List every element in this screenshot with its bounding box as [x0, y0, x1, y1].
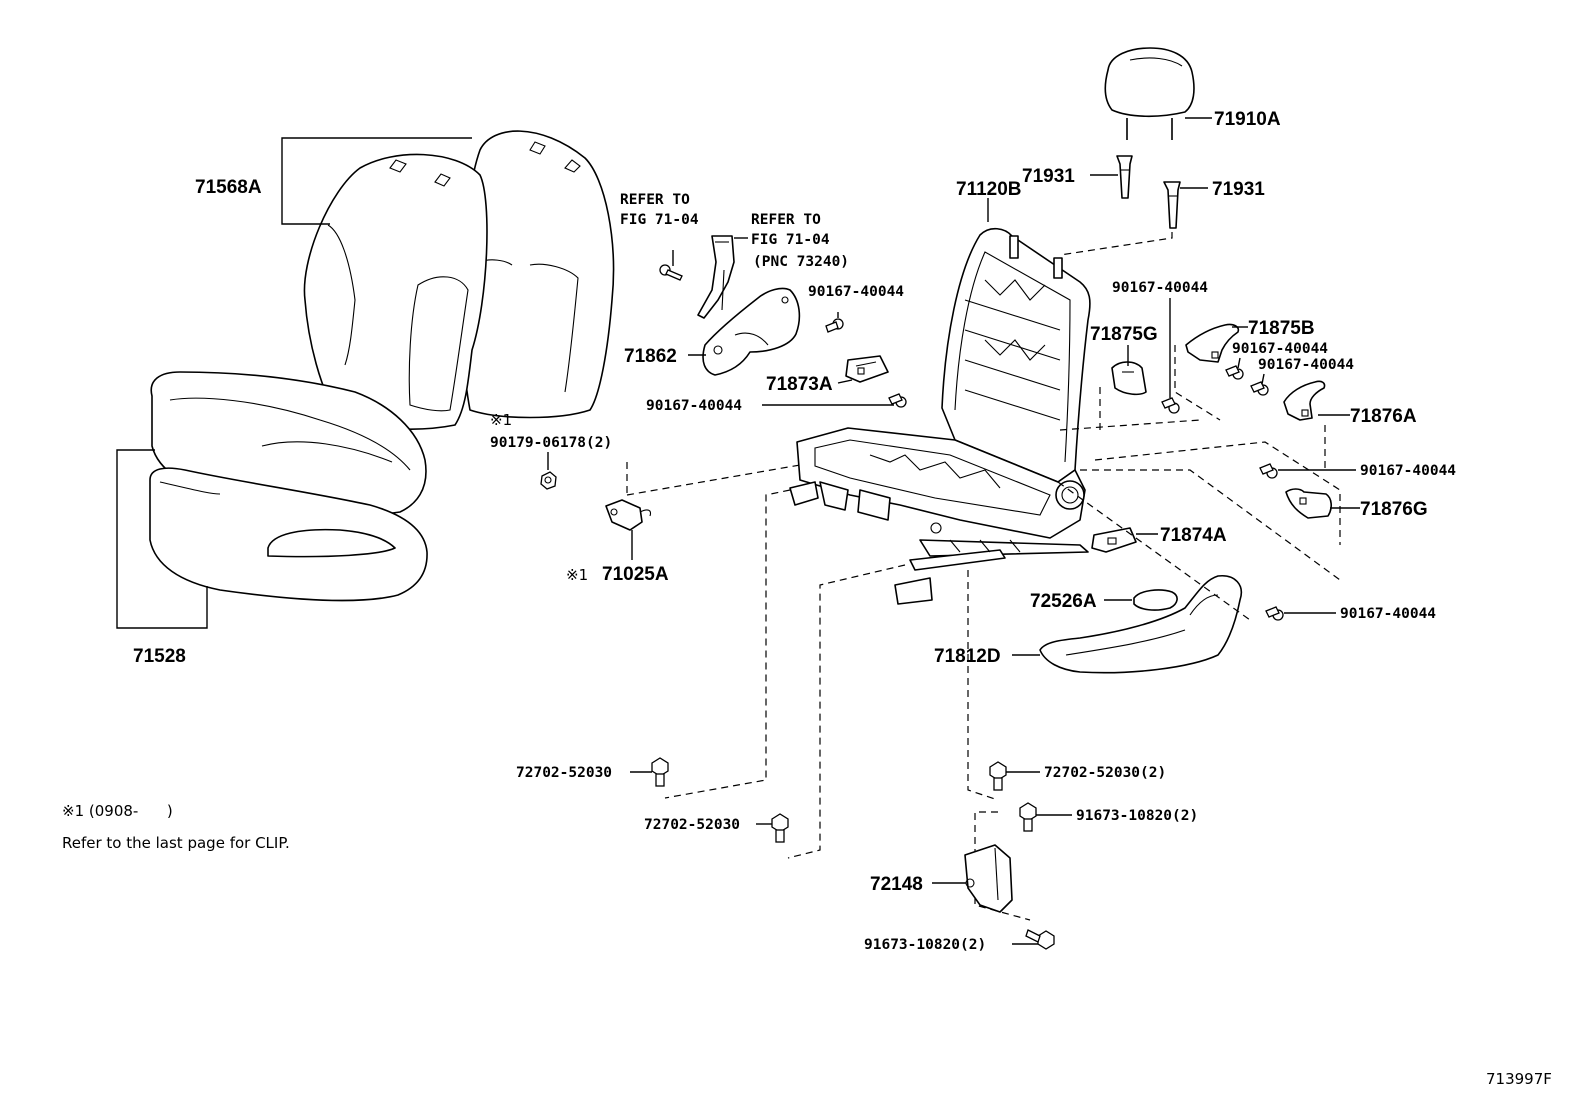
- bolt-90167-f: [1259, 463, 1278, 479]
- bolt-label-90167-a: 90167-40044: [808, 284, 904, 300]
- dash-71025A-b: [626, 464, 801, 496]
- bolt-label-91673-b: 91673-10820(2): [864, 937, 986, 953]
- refer-right-line2: FIG 71-04: [751, 232, 830, 248]
- leader-71568A: [281, 137, 472, 186]
- cover-71875B: [1185, 323, 1240, 363]
- cover-71876A: [1283, 380, 1326, 421]
- note-applicability: ※1 (0908- ): [62, 802, 173, 820]
- bolt-label-72702-a: 72702-52030: [516, 765, 612, 781]
- refer-left-line2: FIG 71-04: [620, 212, 699, 228]
- label-71528: 71528: [133, 646, 186, 667]
- bolt-label-90167-f: 90167-40044: [1360, 463, 1456, 479]
- dash-right-7: [1057, 481, 1251, 621]
- label-71876G: 71876G: [1360, 499, 1428, 520]
- nut-90179: [540, 471, 557, 490]
- label-71120B: 71120B: [956, 179, 1022, 200]
- seat-cushion-pad: [149, 467, 428, 602]
- label-71025A: 71025A: [602, 564, 669, 585]
- label-71875B: 71875B: [1248, 318, 1315, 339]
- label-71568A: 71568A: [195, 177, 262, 198]
- dash-headrest: [1059, 232, 1173, 256]
- headrest-support-left: [1116, 155, 1133, 199]
- bracket-72148: [964, 844, 1013, 913]
- seat-frame-71120B: [789, 227, 1091, 605]
- dash-bot-3: [967, 570, 999, 801]
- label-72526A: 72526A: [1030, 591, 1097, 612]
- dash-right-2: [1174, 345, 1221, 421]
- headrest-71910A: [1104, 47, 1195, 140]
- seatbelt-buckle: [697, 235, 748, 319]
- label-71931-left: 71931: [1022, 166, 1075, 187]
- label-71876A: 71876A: [1350, 406, 1417, 427]
- bolt-label-90167-e: 90167-40044: [1258, 357, 1354, 373]
- bolt-90167-g: [1265, 606, 1284, 621]
- bolt-label-90167-c: 90167-40044: [1112, 280, 1208, 296]
- dash-bot-4: [974, 811, 1031, 921]
- bolt-72702-c: [989, 761, 1007, 791]
- mark-90179: ※1: [490, 411, 512, 429]
- side-shield-71862: [702, 287, 801, 376]
- label-71875G: 71875G: [1090, 324, 1158, 345]
- seatback-cover-front: [303, 153, 488, 430]
- cover-71876G: [1285, 488, 1332, 519]
- shield-71812D: [1039, 575, 1242, 674]
- label-71862: 71862: [624, 346, 677, 367]
- bolt-72702-a: [651, 757, 669, 787]
- leader-71568A-b: [281, 186, 330, 225]
- bolt-label-91673-a: 91673-10820(2): [1076, 808, 1198, 824]
- bolt-91673-b: [1025, 929, 1055, 950]
- bolt-90167-e: [1250, 381, 1269, 396]
- bolt-71862: [825, 318, 844, 333]
- refer-right-line3: (PNC 73240): [753, 254, 849, 270]
- refer-left-line1: REFER TO: [620, 192, 690, 208]
- bolt-label-90167-d: 90167-40044: [1232, 341, 1328, 357]
- label-71873A: 71873A: [766, 374, 833, 395]
- label-71812D: 71812D: [934, 646, 1001, 667]
- bolt-71873A: [888, 393, 907, 408]
- label-72148: 72148: [870, 874, 923, 895]
- bolt-label-90167-b: 90167-40044: [646, 398, 742, 414]
- cover-71875G: [1111, 361, 1147, 396]
- label-71874A: 71874A: [1160, 525, 1227, 546]
- sensor-71025A: [605, 499, 652, 531]
- label-71910A: 71910A: [1214, 109, 1281, 130]
- dash-right-6: [1080, 469, 1341, 581]
- bolt-91673-a: [1019, 802, 1037, 832]
- figure-id: 713997F: [1486, 1070, 1552, 1088]
- bolt-label-90179: 90179-06178(2): [490, 435, 612, 451]
- knob-72526A: [1133, 589, 1178, 611]
- headrest-support-right: [1163, 181, 1181, 229]
- mark-71025A: ※1: [566, 566, 588, 584]
- bolt-72702-b: [771, 813, 789, 843]
- dash-bot-1: [664, 489, 791, 799]
- dash-right-4: [1059, 419, 1201, 431]
- bolt-90167-c: [1161, 397, 1180, 414]
- leader-71528-a: [116, 449, 208, 629]
- refer-right-line1: REFER TO: [751, 212, 821, 228]
- bolt-label-90167-g: 90167-40044: [1340, 606, 1436, 622]
- dash-bot-2: [787, 564, 906, 859]
- bolt-buckle: [659, 250, 683, 281]
- bolt-label-72702-c: 72702-52030(2): [1044, 765, 1166, 781]
- bracket-71873A: [845, 355, 889, 383]
- bolt-90167-d: [1225, 365, 1244, 380]
- bolt-label-72702-b: 72702-52030: [644, 817, 740, 833]
- label-71931-right: 71931: [1212, 179, 1265, 200]
- bracket-71874A: [1091, 527, 1137, 553]
- note-clip: Refer to the last page for CLIP.: [62, 834, 290, 852]
- dash-right-5: [1094, 441, 1341, 545]
